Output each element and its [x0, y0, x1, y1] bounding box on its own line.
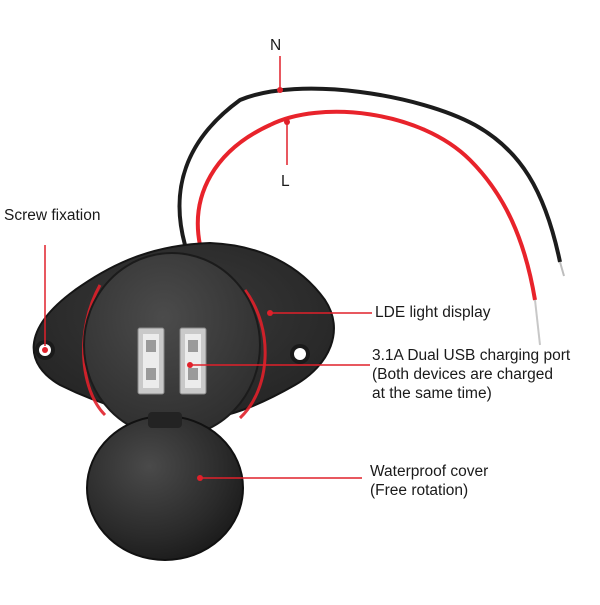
usb-port-left	[137, 327, 165, 395]
wires	[177, 86, 565, 346]
label-usb-line2: (Both devices are charged	[372, 366, 553, 383]
label-l: L	[281, 173, 290, 190]
callouts	[42, 56, 372, 481]
callout-dot-screw	[42, 347, 48, 353]
screw-hole-right	[290, 344, 310, 364]
waterproof-cover	[86, 415, 244, 561]
label-n: N	[270, 37, 282, 54]
black-wire-tip	[559, 261, 565, 277]
socket-face	[83, 252, 261, 438]
callout-dot-usb	[187, 362, 193, 368]
led-ring-right	[238, 289, 267, 420]
label-screw-fixation: Screw fixation	[4, 207, 101, 224]
label-waterproof-cover: Waterproof cover (Free rotation)	[370, 462, 488, 500]
callout-dot-l	[284, 119, 290, 125]
callout-dot-n	[277, 87, 283, 93]
label-cover-line2: (Free rotation)	[370, 482, 469, 499]
label-usb-line3: at the same time)	[372, 385, 492, 402]
label-usb-port: 3.1A Dual USB charging port (Both device…	[372, 346, 570, 403]
red-wire	[195, 109, 537, 301]
red-wire-tip	[534, 299, 541, 346]
usb-port-right	[179, 327, 207, 395]
callout-dot-lde	[267, 310, 273, 316]
cover-hinge	[148, 412, 182, 428]
label-usb-line1: 3.1A Dual USB charging port	[372, 347, 571, 364]
label-lde-light-display: LDE light display	[375, 304, 491, 321]
black-wire	[177, 86, 562, 263]
callout-dot-cover	[197, 475, 203, 481]
label-cover-line1: Waterproof cover	[370, 463, 489, 480]
